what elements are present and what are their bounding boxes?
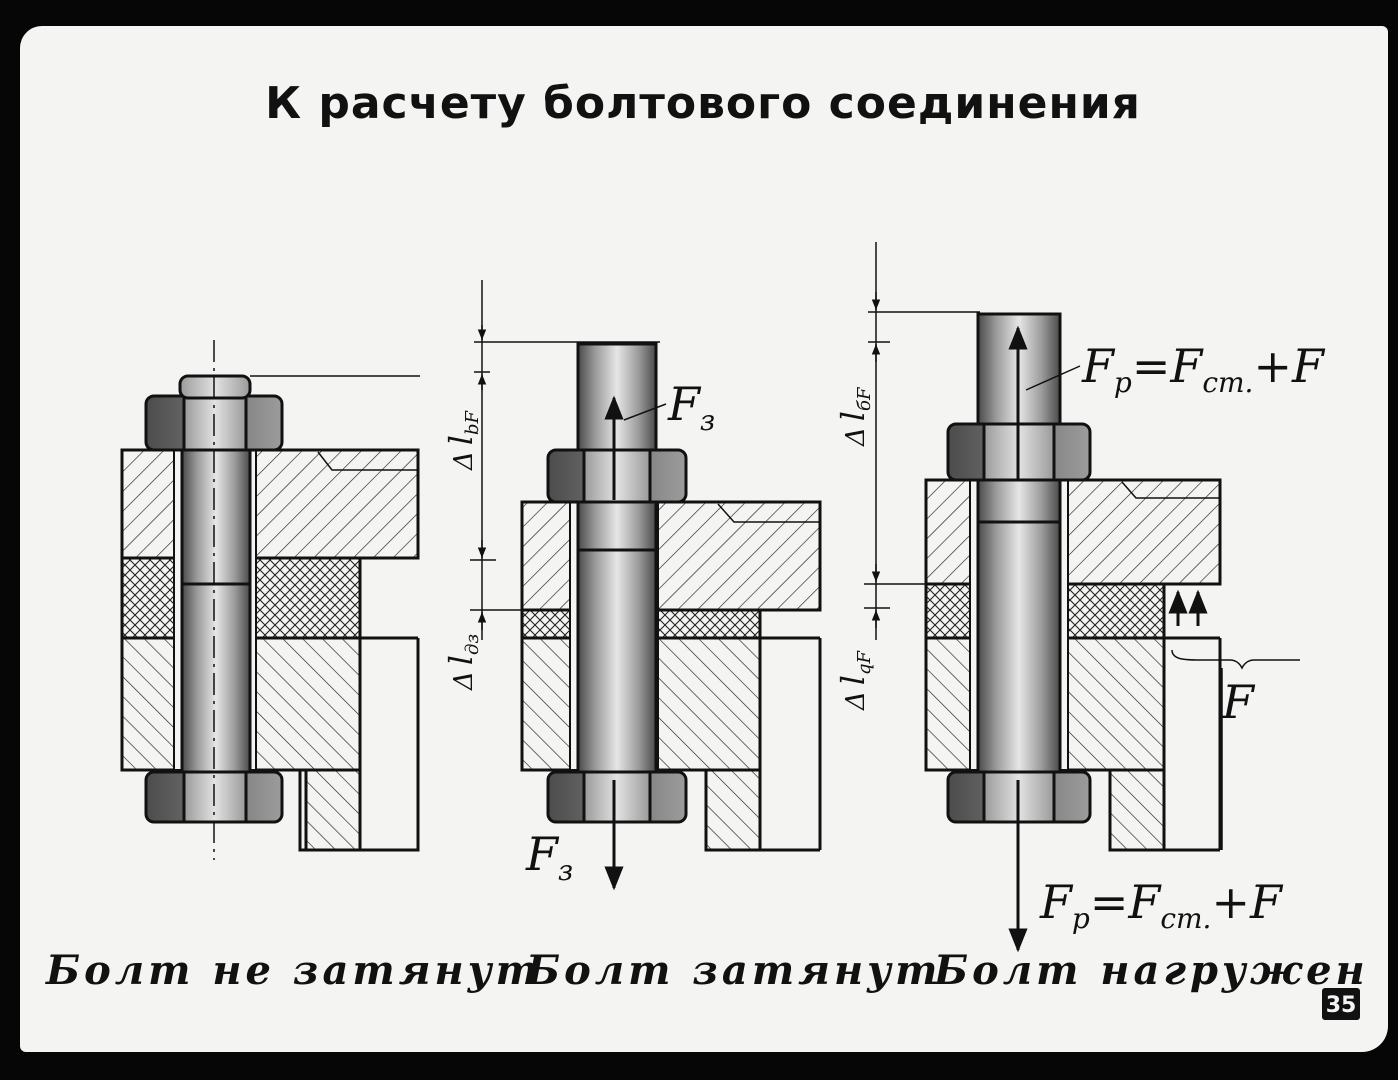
caption-tightened: Болт затянут	[525, 947, 941, 994]
assembly-not-tightened	[120, 340, 420, 860]
caption-loaded: Болт нагружен	[933, 947, 1369, 994]
dimension-bolt-elongation: ΔlbF Δlдз	[442, 280, 660, 691]
resultant-label-bottom: Fр=Fcm.+F	[1039, 875, 1284, 935]
bottom-nut	[546, 770, 688, 824]
assembly-tightened: Fз Fз	[520, 342, 822, 891]
top-plate	[520, 500, 822, 612]
page-title: К расчету болтового соединения	[265, 78, 1141, 129]
top-nut	[546, 448, 688, 504]
assembly-loaded: Fр=Fcm.+F Fр=Fcm.+F F	[924, 312, 1326, 953]
slide-number-badge: 35	[1322, 988, 1360, 1020]
dimension-loaded-elongation: ΔlбF ΔlqF	[834, 242, 980, 711]
preload-label-bottom: Fз	[525, 827, 573, 887]
delta-l-qF-label: ΔlqF	[834, 649, 875, 711]
delta-l-bF-label: ΔlbF	[442, 409, 483, 471]
slide-number: 35	[1326, 993, 1357, 1018]
bolt-shank	[180, 398, 252, 776]
delta-l-dz-label: Δlдз	[442, 634, 483, 691]
bolt-shank	[576, 342, 658, 776]
resultant-label-top: Fр=Fcm.+F	[1081, 339, 1326, 399]
external-load-label: F	[1221, 675, 1256, 729]
top-plate	[120, 448, 420, 560]
caption-not-tightened: Болт не затянут	[45, 947, 542, 994]
delta-l-bF-loaded-label: ΔlбF	[834, 386, 875, 447]
preload-label-top: Fз	[667, 377, 715, 437]
